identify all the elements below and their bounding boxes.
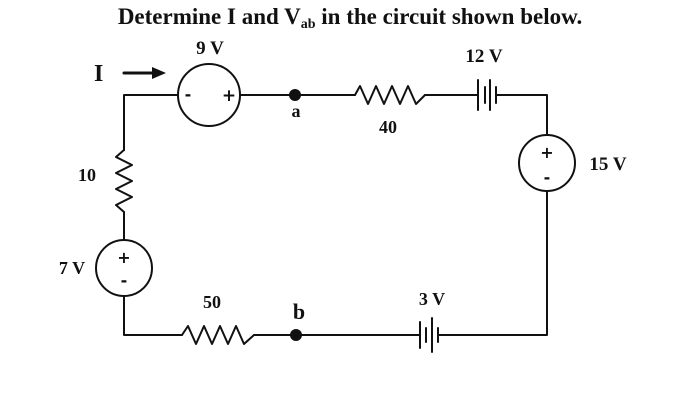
current-arrow <box>122 67 166 79</box>
source-15v-minus: - <box>544 168 551 187</box>
label-battery-3v: 3 V <box>419 289 445 309</box>
title-subscript: ab <box>300 17 316 32</box>
node-b <box>290 329 302 341</box>
wire-bottom-left <box>123 296 183 336</box>
source-9v-plus: + <box>222 86 236 106</box>
wires <box>123 94 548 336</box>
label-node-b: b <box>293 299 305 324</box>
resistor-40 <box>354 85 426 105</box>
label-resistor-40: 40 <box>379 117 397 137</box>
battery-3v <box>407 317 447 353</box>
source-15v-plus: + <box>540 143 553 162</box>
problem-statement: Determine I and Vab in the circuit shown… <box>0 4 700 32</box>
label-source-15v: 15 V <box>589 154 626 175</box>
wire-top-right-corner <box>502 94 548 136</box>
voltage-source-7v <box>95 239 153 297</box>
source-7v-plus: + <box>117 248 130 267</box>
voltage-source-15v <box>518 134 576 192</box>
label-resistor-50: 50 <box>203 292 221 312</box>
title-prefix: Determine I and V <box>117 4 301 29</box>
title-suffix: in the circuit shown below. <box>315 4 583 29</box>
voltage-source-9v <box>177 63 241 127</box>
source-9v-minus: - <box>185 85 192 104</box>
label-source-9v: 9 V <box>196 38 224 59</box>
label-source-7v: 7 V <box>59 258 85 278</box>
label-resistor-10: 10 <box>78 165 96 185</box>
label-current: I <box>94 61 103 87</box>
label-node-a: a <box>292 101 301 121</box>
label-battery-12v: 12 V <box>465 46 502 67</box>
source-7v-minus: - <box>121 271 128 290</box>
node-a <box>289 89 301 101</box>
battery-12v <box>464 79 504 111</box>
wire-top-left <box>123 94 179 151</box>
resistor-50 <box>181 325 255 345</box>
resistor-10 <box>115 149 133 213</box>
wire-right-side <box>445 190 548 336</box>
